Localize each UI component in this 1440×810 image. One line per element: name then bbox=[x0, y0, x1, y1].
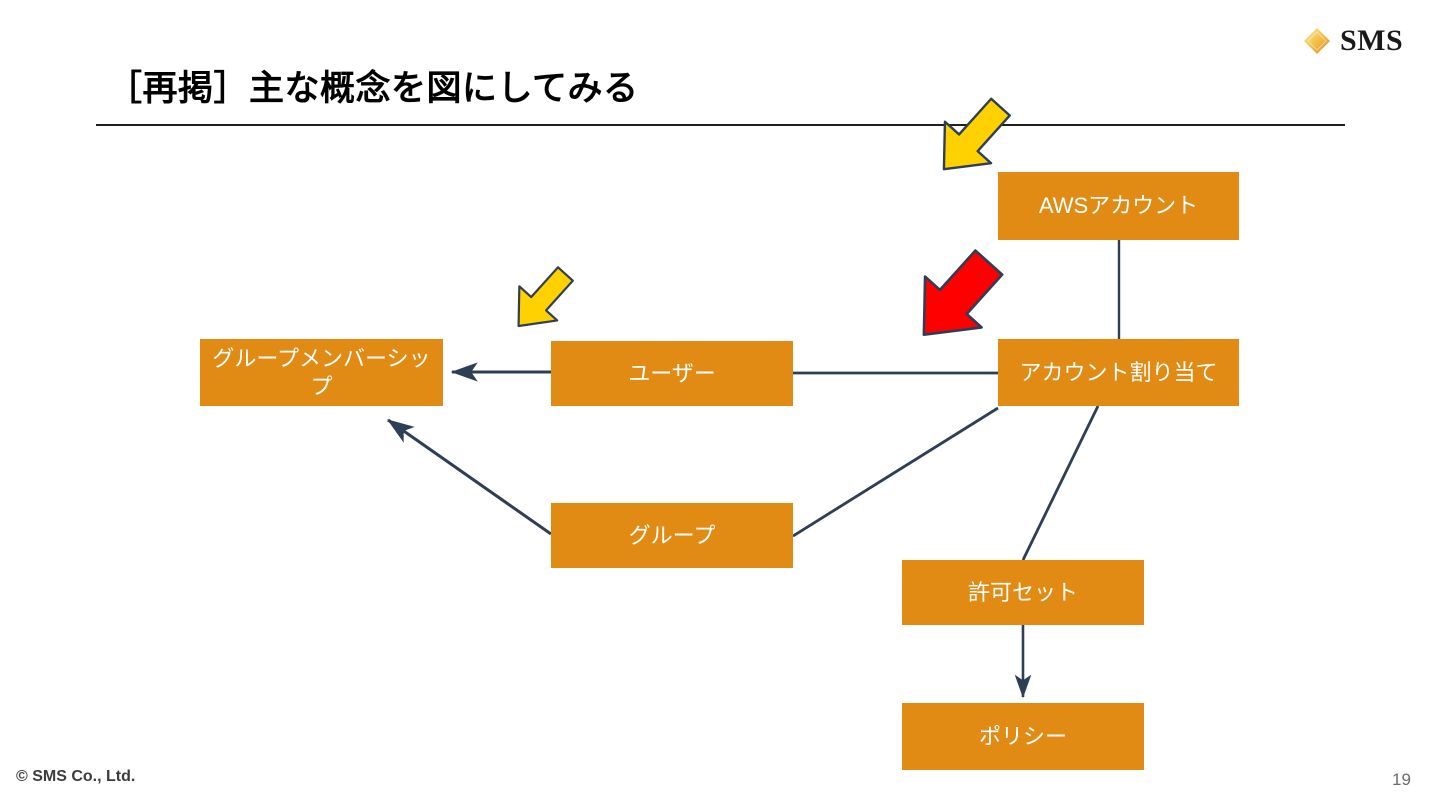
footer-page-number: 19 bbox=[1392, 770, 1411, 789]
node-user-label: ユーザー bbox=[628, 360, 716, 386]
node-policy-label: ポリシー bbox=[978, 723, 1067, 749]
page-title: ［再掲］主な概念を図にしてみる bbox=[107, 69, 639, 108]
node-aws-account-label: AWSアカウント bbox=[1038, 193, 1199, 219]
edge-group-to-group-membership bbox=[387, 418, 552, 536]
node-permission-set[interactable]: 許可セット bbox=[902, 560, 1144, 625]
footer-copyright: © SMS Co., Ltd. bbox=[16, 768, 136, 785]
title-divider bbox=[96, 124, 1345, 126]
node-aws-account[interactable]: AWSアカウント bbox=[998, 172, 1239, 240]
brand-logo: SMS bbox=[1302, 26, 1403, 56]
annotation-yellow-arrow-icon-mid bbox=[503, 262, 581, 338]
sms-diamond-logo-icon bbox=[1302, 26, 1332, 56]
node-group-membership-label: グループメンバーシップ bbox=[212, 346, 431, 399]
edge-group-to-account-assignment bbox=[792, 406, 999, 538]
annotation-red-arrow-icon bbox=[900, 247, 1012, 351]
node-group[interactable]: グループ bbox=[551, 503, 793, 568]
node-policy[interactable]: ポリシー bbox=[902, 703, 1144, 770]
node-account-assignment[interactable]: アカウント割り当て bbox=[998, 339, 1239, 406]
node-user[interactable]: ユーザー bbox=[551, 341, 793, 406]
node-permission-set-label: 許可セット bbox=[967, 579, 1078, 605]
edge-account-assignment-to-permission-set bbox=[1021, 405, 1100, 561]
node-group-label: グループ bbox=[628, 522, 716, 548]
node-group-membership[interactable]: グループメンバーシップ bbox=[200, 339, 443, 406]
node-account-assignment-label: アカウント割り当て bbox=[1019, 359, 1218, 385]
brand-logo-text: SMS bbox=[1340, 24, 1404, 57]
annotation-yellow-arrow-icon-top bbox=[925, 92, 1020, 184]
